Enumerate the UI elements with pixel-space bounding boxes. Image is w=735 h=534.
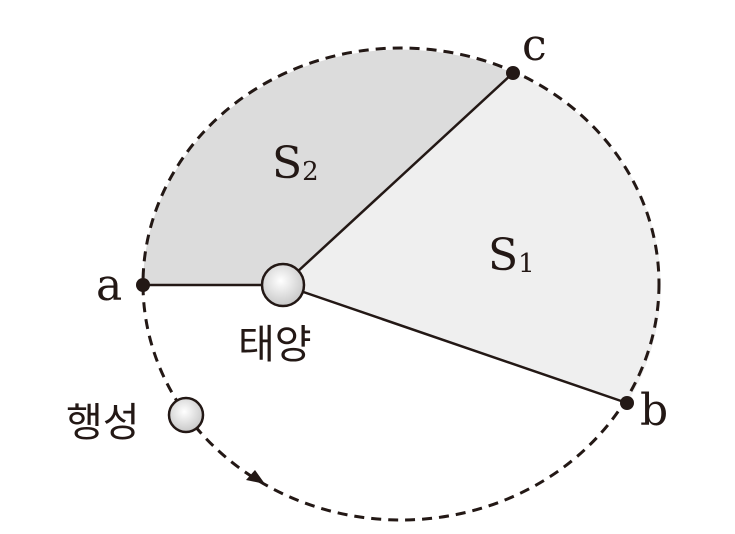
label-b: b (640, 385, 668, 436)
point-c (506, 66, 520, 80)
label-sun: 태양 (238, 322, 312, 368)
label-a: a (96, 260, 122, 311)
label-s1: S1 (488, 230, 535, 281)
point-a (136, 278, 150, 292)
point-b (620, 396, 634, 410)
sun (260, 262, 306, 308)
label-planet: 행성 (66, 400, 140, 446)
orbit (141, 46, 661, 522)
label-s2: S2 (272, 138, 319, 189)
direction-arrow-icon (246, 470, 265, 484)
radius-c (282, 72, 514, 286)
area-s2 (143, 49, 513, 285)
radius-b (282, 283, 628, 405)
planet (167, 396, 205, 434)
area-s1 (283, 73, 661, 403)
label-c: c (522, 20, 547, 71)
